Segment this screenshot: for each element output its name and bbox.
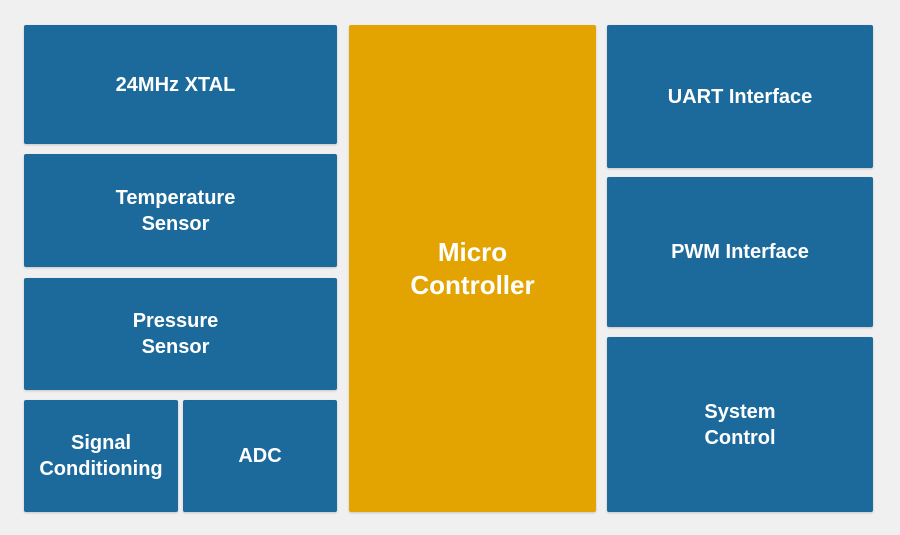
temperature-sensor-block: Temperature Sensor	[24, 154, 337, 267]
system-control-block: System Control	[607, 337, 873, 512]
uart-interface-block: UART Interface	[607, 25, 873, 168]
system-control-label: System Control	[704, 400, 776, 449]
signal-conditioning-block: Signal Conditioning	[24, 400, 178, 512]
micro-controller-block: Micro Controller	[349, 25, 596, 512]
uart-interface-label: UART Interface	[667, 85, 813, 108]
pressure-sensor-label: Pressure Sensor	[132, 310, 219, 358]
xtal-block: 24MHz XTAL	[24, 25, 337, 144]
adc-block: ADC	[183, 400, 337, 512]
xtal-label: 24MHz XTAL	[115, 73, 236, 96]
pwm-interface-block: PWM Interface	[607, 177, 873, 327]
temperature-sensor-label: Temperature Sensor	[115, 186, 236, 235]
micro-controller-label: Micro Controller	[410, 236, 535, 300]
pressure-sensor-block: Pressure Sensor	[24, 278, 337, 390]
pwm-interface-label: PWM Interface	[671, 241, 809, 263]
signal-conditioning-label: Signal Conditioning	[39, 432, 163, 480]
adc-label: ADC	[238, 445, 282, 467]
